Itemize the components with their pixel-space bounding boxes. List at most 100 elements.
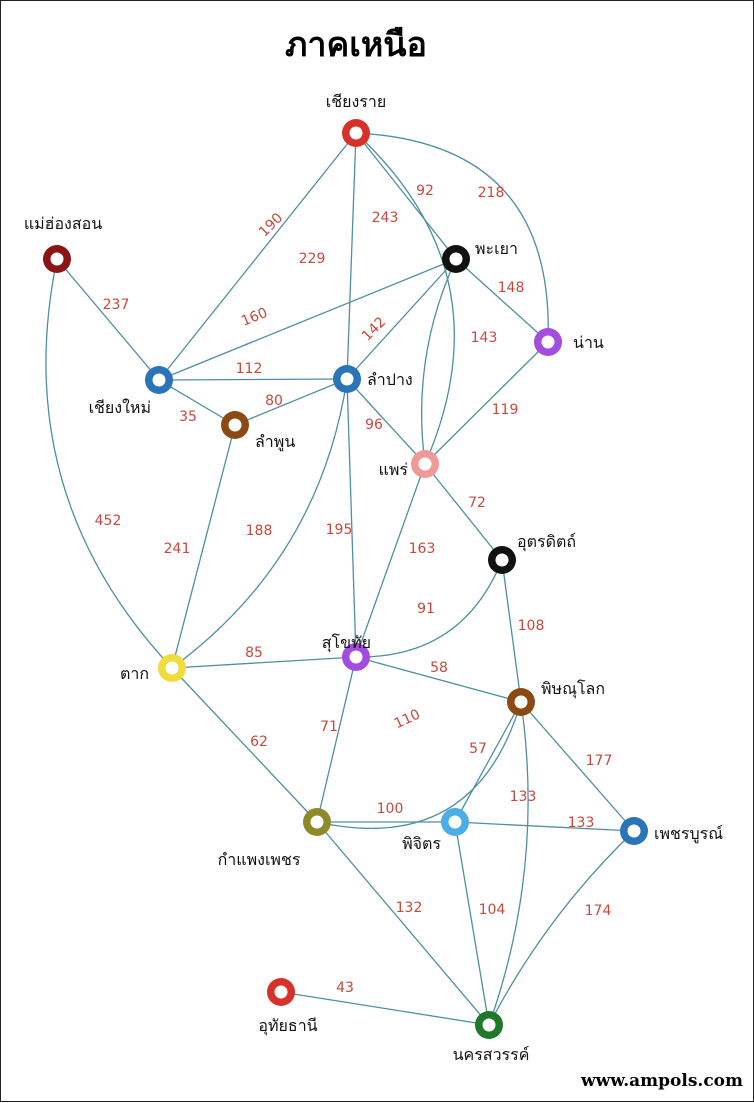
city-marker-hole — [349, 126, 363, 140]
edge-chiangrai-chiangmai — [158, 132, 357, 381]
distance-label-kamphaengphet-phichit: 100 — [377, 801, 404, 817]
city-node-phetchabun — [620, 817, 648, 845]
distance-label-chiangrai-nan: 218 — [478, 185, 505, 201]
city-marker-hole — [418, 457, 432, 471]
city-node-nakhonsawan — [475, 1011, 503, 1039]
city-node-nan — [534, 328, 562, 356]
city-name-uttaradit: อุตรดิตถ์ — [517, 532, 576, 552]
city-node-phitsanulok — [507, 688, 535, 716]
city-marker-hole — [310, 815, 324, 829]
city-name-lampang: ลำปาง — [367, 370, 413, 389]
city-name-phitsanulok: พิษณุโลก — [541, 679, 605, 699]
distance-label-phrae-uttaradit: 72 — [468, 495, 486, 511]
edge-phichit-phetchabun — [454, 821, 635, 832]
distance-label-chiangrai-lampang: 229 — [299, 251, 326, 267]
city-name-nan: น่าน — [573, 333, 604, 352]
distance-label-phetchabun-nakhonsawan: 174 — [585, 903, 612, 919]
distance-label-kamphaengphet-nakhonsawan: 132 — [396, 900, 423, 916]
distance-label-maehongson-tak: 452 — [95, 513, 122, 529]
edge-tak-kamphaengphet — [171, 667, 318, 823]
city-name-lamphun: ลำพูน — [255, 432, 295, 452]
distance-label-phitsanulok-phetchabun: 177 — [586, 753, 613, 769]
city-node-sukhothai — [342, 643, 370, 671]
edge-chiangmai-lampang — [158, 378, 348, 381]
distance-label-phrae-sukhothai: 163 — [409, 541, 436, 557]
edge-chiangmai-lamphun — [158, 379, 236, 426]
distance-label-chiangmai-lampang: 112 — [236, 361, 263, 377]
city-marker-hole — [495, 553, 509, 567]
city-marker-hole — [165, 661, 179, 675]
edge-maehongson-chiangmai — [56, 258, 160, 381]
city-name-maehongson: แม่ฮ่องสอน — [24, 214, 102, 233]
distance-label-phayao-lampang: 142 — [359, 314, 389, 344]
distance-label-tak-kamphaengphet: 62 — [250, 734, 268, 750]
city-marker-hole — [627, 824, 641, 838]
website-watermark: www.ampols.com — [580, 1071, 743, 1091]
distance-label-phitsanulok-phichit: 57 — [469, 741, 487, 757]
edge-kamphaengphet-nakhonsawan — [316, 821, 490, 1026]
edge-phitsanulok-phetchabun — [520, 701, 635, 832]
city-name-tak: ตาก — [120, 664, 149, 683]
distance-label-chiangrai-phayao: 92 — [416, 183, 434, 199]
edge-chiangrai-nan — [355, 132, 549, 343]
distance-label-nan-phrae: 119 — [492, 402, 519, 418]
edge-nan-phrae — [424, 341, 549, 465]
distance-label-lampang-tak: 188 — [246, 523, 273, 539]
city-marker-hole — [50, 252, 64, 266]
city-marker-hole — [514, 695, 528, 709]
city-node-lampang — [333, 365, 361, 393]
edge-phitsanulok-nakhonsawan — [488, 701, 529, 1026]
city-node-chiangmai — [145, 366, 173, 394]
city-marker-hole — [274, 985, 288, 999]
edge-lampang-phrae — [346, 378, 426, 465]
distance-label-uttaradit-phitsanulok: 108 — [518, 618, 545, 634]
distance-label-lamphun-lampang: 80 — [265, 393, 283, 409]
distance-label-lampang-sukhothai: 195 — [326, 522, 353, 538]
edge-phetchabun-nakhonsawan — [488, 830, 635, 1026]
distance-label-phichit-nakhonsawan: 104 — [479, 902, 506, 918]
edge-phichit-nakhonsawan — [454, 821, 490, 1026]
distance-label-chiangrai-phrae: 243 — [372, 210, 399, 226]
city-name-uthaithani: อุทัยธานี — [258, 1016, 317, 1036]
city-node-uthaithani — [267, 978, 295, 1006]
city-node-lamphun — [221, 411, 249, 439]
edge-lamphun-tak — [171, 424, 236, 669]
city-node-tak — [158, 654, 186, 682]
edge-phitsanulok-phichit — [454, 701, 522, 823]
city-name-nakhonsawan: นครสวรรค์ — [453, 1045, 530, 1064]
edge-chiangrai-phrae — [355, 132, 455, 465]
edge-phayao-chiangmai — [158, 258, 457, 381]
edge-chiangrai-lampang — [346, 132, 357, 380]
edges-layer — [45, 132, 635, 1026]
distance-label-uthaithani-nakhonsawan: 43 — [336, 980, 354, 996]
city-node-uttaradit — [488, 546, 516, 574]
edge-uttaradit-sukhothai — [355, 559, 503, 658]
city-marker-hole — [340, 372, 354, 386]
distance-label-sukhothai-kamphaengphet: 71 — [320, 719, 338, 735]
distance-label-phayao-phrae: 143 — [471, 330, 498, 346]
distance-label-phayao-chiangmai: 160 — [239, 305, 270, 330]
edge-phayao-phrae — [421, 258, 457, 465]
edge-sukhothai-kamphaengphet — [316, 656, 357, 823]
city-marker-hole — [482, 1018, 496, 1032]
city-node-kamphaengphet — [303, 808, 331, 836]
city-name-chiangmai: เชียงใหม่ — [89, 398, 151, 417]
distance-label-phitsanulok-kamphaengphet: 110 — [392, 706, 423, 732]
distance-label-uttaradit-sukhothai: 91 — [417, 601, 435, 617]
edge-lamphun-lampang — [234, 378, 348, 426]
city-node-maehongson — [43, 245, 71, 273]
city-node-phichit — [441, 808, 469, 836]
city-marker-hole — [152, 373, 166, 387]
distance-label-sukhothai-phitsanulok: 58 — [430, 660, 448, 676]
edge-lampang-sukhothai — [346, 378, 357, 658]
city-marker-hole — [541, 335, 555, 349]
city-node-phrae — [411, 450, 439, 478]
city-name-sukhothai: สุโขทัย — [322, 633, 371, 653]
distance-label-phichit-phetchabun: 133 — [568, 815, 595, 831]
distance-label-chiangrai-chiangmai: 190 — [256, 210, 286, 240]
distance-label-lamphun-tak: 241 — [164, 541, 191, 557]
edge-phrae-sukhothai — [355, 463, 426, 658]
